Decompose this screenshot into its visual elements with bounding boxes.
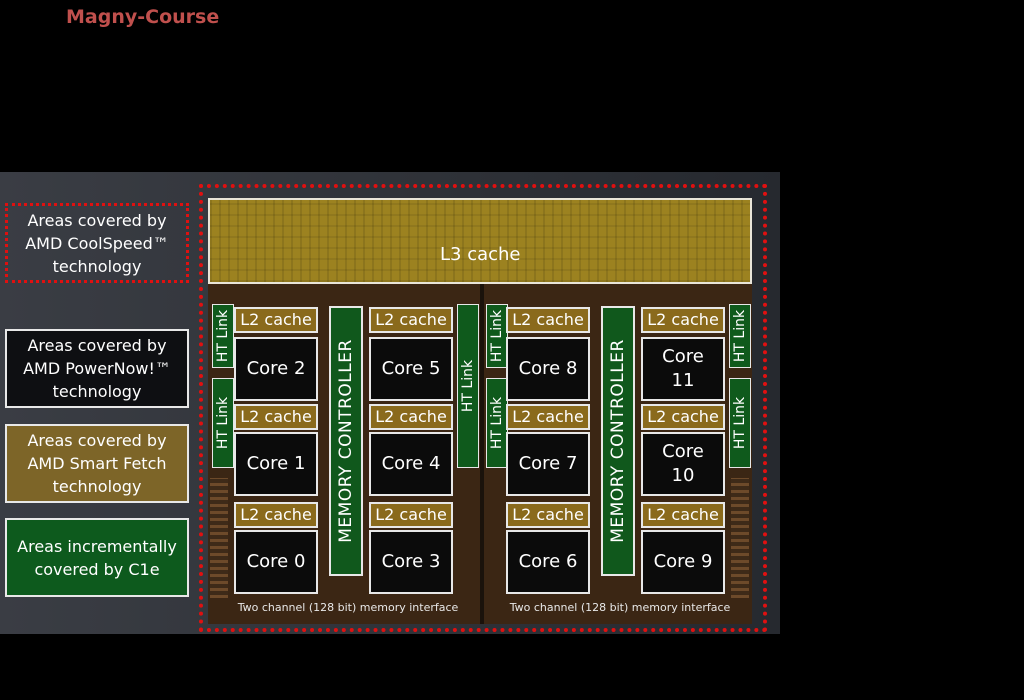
l2-cache: L2 cache [506, 502, 590, 528]
ht-link-left-lower: HT Link [212, 378, 234, 468]
l2-cache: L2 cache [234, 404, 318, 430]
io-pads-right [731, 478, 749, 598]
memory-controller-label: MEMORY CONTROLLER [336, 339, 356, 543]
legend-powernow: Areas covered by AMD PowerNow!™ technolo… [5, 329, 189, 408]
l2-cache: L2 cache [234, 502, 318, 528]
core-7: Core 7 [506, 432, 590, 496]
ht-link-label: HT Link [489, 309, 505, 363]
ht-link-right-upper: HT Link [486, 304, 508, 368]
l2-cache: L2 cache [506, 307, 590, 333]
memory-interface-label: Two channel (128 bit) memory interface [509, 601, 731, 614]
io-pads-left [210, 478, 228, 598]
core-3: Core 3 [369, 530, 453, 594]
ht-link-label: HT Link [732, 309, 748, 363]
l3-cache-label: L3 cache [440, 244, 521, 265]
die: L3 cache HT Link HT Link L2 cache Core 2… [208, 198, 752, 624]
ht-link-right-outer-upper: HT Link [729, 304, 751, 368]
ht-link-right-lower: HT Link [486, 378, 508, 468]
ht-link-label: HT Link [460, 359, 476, 413]
ht-link-right-outer-lower: HT Link [729, 378, 751, 468]
l2-cache: L2 cache [369, 404, 453, 430]
l2-cache: L2 cache [641, 404, 725, 430]
legend-smart-fetch: Areas covered by AMD Smart Fetch technol… [5, 424, 189, 503]
l2-cache: L2 cache [641, 307, 725, 333]
core-2: Core 2 [234, 337, 318, 401]
memory-controller-right: MEMORY CONTROLLER [601, 306, 635, 576]
memory-interface-label: Two channel (128 bit) memory interface [237, 601, 459, 614]
l2-cache: L2 cache [506, 404, 590, 430]
memory-controller-left: MEMORY CONTROLLER [329, 306, 363, 576]
core-10: Core 10 [641, 432, 725, 496]
ht-link-label: HT Link [215, 309, 231, 363]
core-6: Core 6 [506, 530, 590, 594]
core-9: Core 9 [641, 530, 725, 594]
l2-cache: L2 cache [369, 502, 453, 528]
core-0: Core 0 [234, 530, 318, 594]
die-half-separator [480, 284, 484, 624]
core-5: Core 5 [369, 337, 453, 401]
l2-cache: L2 cache [234, 307, 318, 333]
l2-cache: L2 cache [369, 307, 453, 333]
legend-coolspeed: Areas covered by AMD CoolSpeed™ technolo… [5, 203, 189, 283]
legend-c1e: Areas incrementally covered by C1e [5, 518, 189, 597]
ht-link-label: HT Link [732, 396, 748, 450]
slide-title: Magny-Course [66, 6, 220, 28]
l2-cache: L2 cache [641, 502, 725, 528]
core-4: Core 4 [369, 432, 453, 496]
ht-link-label: HT Link [489, 396, 505, 450]
core-8: Core 8 [506, 337, 590, 401]
coolspeed-outline [199, 184, 767, 632]
ht-link-left-center: HT Link [457, 304, 479, 468]
ht-link-label: HT Link [215, 396, 231, 450]
memory-controller-label: MEMORY CONTROLLER [608, 339, 628, 543]
core-11: Core 11 [641, 337, 725, 401]
ht-link-left-upper: HT Link [212, 304, 234, 368]
core-1: Core 1 [234, 432, 318, 496]
l3-cache: L3 cache [208, 198, 752, 284]
